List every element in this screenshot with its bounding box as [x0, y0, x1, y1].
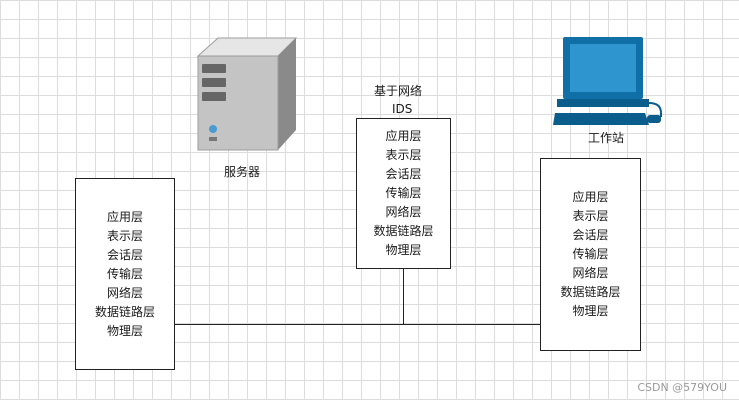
network-bus-line — [174, 324, 541, 325]
workstation-label: 工作站 — [588, 131, 625, 145]
server-layer-application: 应用层 — [106, 209, 143, 224]
ids-label-line1: 基于网络 — [374, 84, 423, 98]
workstation-icon — [553, 37, 662, 125]
workstation-layer-transport: 传输层 — [572, 247, 609, 261]
server-icon — [196, 37, 298, 151]
workstation-layer-stack: 应用层 表示层 会话层 传输层 网络层 数据链路层 物理层 — [540, 158, 641, 351]
ids-layer-presentation: 表示层 — [385, 148, 422, 162]
server-layer-datalink: 数据链路层 — [94, 304, 155, 319]
ids-layer-physical: 物理层 — [385, 243, 422, 257]
workstation-layer-application: 应用层 — [572, 190, 609, 204]
workstation-layer-physical: 物理层 — [572, 304, 609, 318]
ids-layer-transport: 传输层 — [385, 186, 422, 200]
ids-label-line2: IDS — [392, 102, 413, 116]
server-label: 服务器 — [224, 165, 261, 179]
watermark: CSDN @579YOU — [637, 381, 727, 394]
server-layer-stack: 应用层 表示层 会话层 传输层 网络层 数据链路层 物理层 — [75, 178, 175, 370]
workstation-layer-session: 会话层 — [572, 228, 609, 242]
ids-layer-stack: 应用层 表示层 会话层 传输层 网络层 数据链路层 物理层 — [356, 118, 451, 269]
ids-layer-application: 应用层 — [385, 129, 422, 143]
server-layer-physical: 物理层 — [106, 323, 143, 338]
ids-layer-datalink: 数据链路层 — [373, 224, 434, 238]
server-layer-session: 会话层 — [106, 247, 143, 262]
server-layer-network: 网络层 — [106, 285, 143, 300]
ids-tap-line — [403, 269, 404, 325]
server-layer-transport: 传输层 — [106, 266, 143, 281]
ids-layer-session: 会话层 — [385, 167, 422, 181]
workstation-layer-presentation: 表示层 — [572, 209, 609, 223]
ids-layer-network: 网络层 — [385, 205, 422, 219]
workstation-layer-network: 网络层 — [572, 266, 609, 280]
server-layer-presentation: 表示层 — [106, 228, 143, 243]
workstation-layer-datalink: 数据链路层 — [560, 285, 621, 299]
